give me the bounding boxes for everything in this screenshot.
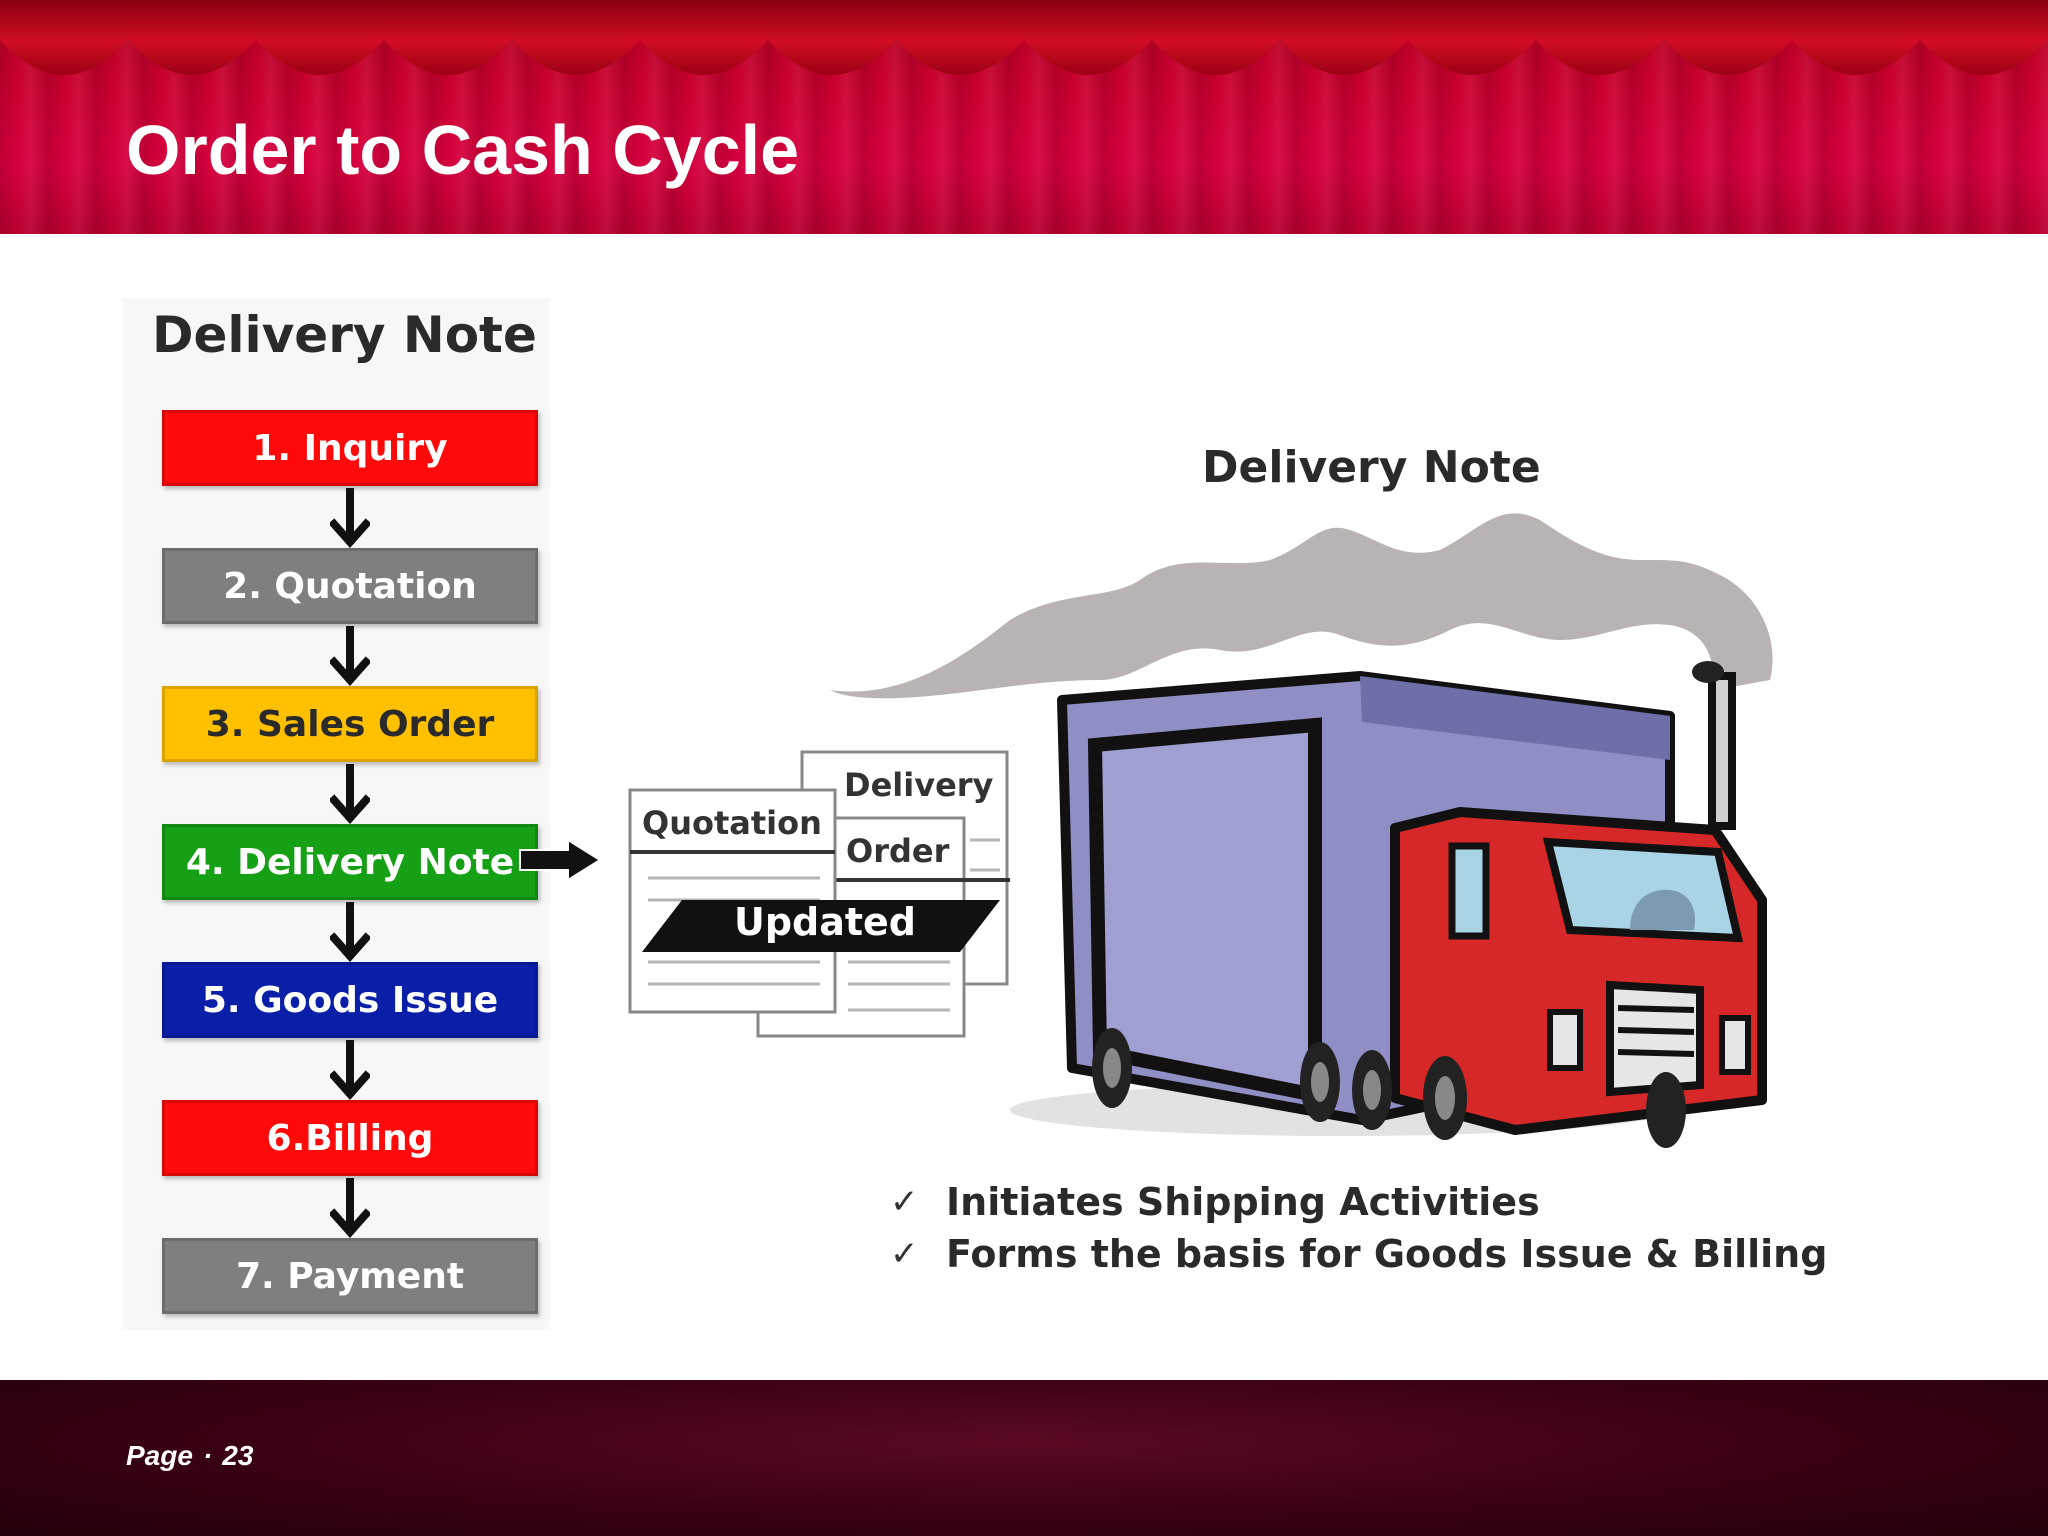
slide-title: Order to Cash Cycle [126, 111, 799, 189]
checkmark-icon: ✓ [890, 1182, 919, 1222]
quotation-doc-label: Quotation [642, 804, 822, 842]
truck-cargo-side-shade [1360, 676, 1670, 760]
illustration-heading: Delivery Note [1202, 442, 1541, 493]
driver-silhouette [1630, 889, 1695, 930]
page-label: Page [126, 1440, 193, 1471]
down-arrow-icon [330, 902, 370, 962]
page-number: Page · 23 [126, 1440, 263, 1472]
step-inquiry: 1. Inquiry [162, 410, 538, 486]
truck-wheel [1646, 1072, 1686, 1148]
updated-banner [642, 900, 1000, 952]
step-billing: 6.Billing [162, 1100, 538, 1176]
benefit-item: ✓ Forms the basis for Goods Issue & Billi… [890, 1228, 1827, 1280]
down-arrow-icon [330, 626, 370, 686]
benefit-text: Forms the basis for Goods Issue & Billin… [946, 1232, 1828, 1276]
step-sales-order: 3. Sales Order [162, 686, 538, 762]
step-label: 1. Inquiry [252, 427, 448, 469]
truck-side-window [1448, 842, 1490, 940]
page-separator: · [202, 1440, 213, 1471]
benefit-item: ✓ Initiates Shipping Activities [890, 1176, 1827, 1228]
right-arrow-icon [519, 838, 602, 882]
step-label: 5. Goods Issue [201, 979, 499, 1021]
down-arrow-icon [330, 764, 370, 824]
step-quotation: 2. Quotation [162, 548, 538, 624]
step-label: 4. Delivery Note [185, 841, 515, 883]
truck-cargo-door [1087, 717, 1322, 1104]
down-arrow-icon [330, 488, 370, 548]
headlight-left [1547, 1009, 1583, 1071]
footer-band [0, 1380, 2048, 1536]
truck-grille [1606, 980, 1704, 1097]
down-arrow-icon [330, 1178, 370, 1238]
step-payment: 7. Payment [162, 1238, 538, 1314]
updated-status-label: Updated [733, 900, 917, 944]
step-label: 2. Quotation [223, 565, 477, 607]
curtain-valance [0, 0, 2048, 75]
smoke-cloud [830, 513, 1773, 699]
exhaust-stack [1708, 672, 1736, 830]
exhaust-cap [1692, 661, 1724, 683]
down-arrow-icon [330, 1040, 370, 1100]
benefit-list: ✓ Initiates Shipping Activities ✓ Forms th… [890, 1176, 1827, 1280]
step-goods-issue: 5. Goods Issue [162, 962, 538, 1038]
step-label: 7. Payment [235, 1255, 465, 1297]
benefit-text: Initiates Shipping Activities [946, 1180, 1540, 1224]
header-banner: Order to Cash Cycle [0, 0, 2048, 234]
checkmark-icon: ✓ [890, 1234, 919, 1274]
flow-heading: Delivery Note [152, 306, 537, 364]
headlight-right [1719, 1015, 1751, 1075]
page-number-value: 23 [222, 1440, 254, 1471]
step-label: 3. Sales Order [205, 703, 495, 745]
order-doc-label: Order [846, 832, 950, 870]
delivery-doc-label: Delivery [844, 766, 994, 804]
step-label: 6.Billing [266, 1117, 434, 1159]
